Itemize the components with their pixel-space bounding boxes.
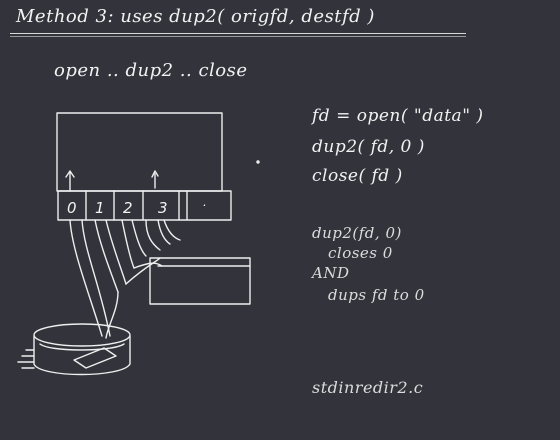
- slide-title: Method 3: uses dup2( origfd, destfd ): [16, 6, 375, 27]
- terminal-cable: [17, 349, 35, 369]
- wire-fd0-b: [81, 219, 111, 337]
- arrow-up-icon: [151, 170, 159, 189]
- source-filename: stdinredir2.c: [312, 378, 424, 397]
- title-underline: [10, 33, 466, 34]
- wire-fd3-b: [157, 219, 171, 245]
- wire-fd2: [121, 219, 135, 269]
- wire-merge: [105, 291, 119, 339]
- process-box: [56, 112, 223, 192]
- note-line: dup2(fd, 0): [312, 224, 402, 242]
- wire-join: [133, 262, 163, 269]
- terminal-body-line: [39, 343, 125, 351]
- file-box: [149, 257, 251, 305]
- note-line: AND: [312, 264, 350, 282]
- fd-slot-label: 0: [67, 199, 77, 217]
- wire-fd3: [145, 219, 161, 251]
- note-line: closes 0: [328, 244, 393, 262]
- arrow-up-icon: [65, 170, 75, 192]
- code-line-open: fd = open( "data" ): [312, 106, 484, 126]
- wire-to-file: [125, 257, 161, 285]
- title-underline-shadow: [10, 36, 466, 37]
- fd-slot-label: 3: [158, 199, 168, 217]
- note-line: dups fd to 0: [328, 286, 425, 304]
- stray-mark: [256, 160, 260, 164]
- wire-fd1: [94, 219, 119, 293]
- terminal-screen: [73, 347, 117, 369]
- code-line-close: close( fd ): [312, 166, 403, 186]
- terminal-top: [33, 323, 131, 347]
- fd-array: [57, 190, 232, 221]
- wire-fd1-b: [105, 219, 127, 285]
- fd-slot-label: 1: [95, 199, 105, 217]
- fd-slot-label: 2: [123, 199, 133, 217]
- slide-subtitle: open .. dup2 .. close: [54, 60, 248, 81]
- terminal-body: [33, 335, 131, 376]
- wire-fd3-c: [163, 219, 181, 241]
- wire-fd2-b: [131, 219, 147, 257]
- code-line-dup2: dup2( fd, 0 ): [312, 137, 425, 157]
- wire-fd0: [69, 219, 103, 337]
- fd-slot-label: .: [203, 195, 207, 209]
